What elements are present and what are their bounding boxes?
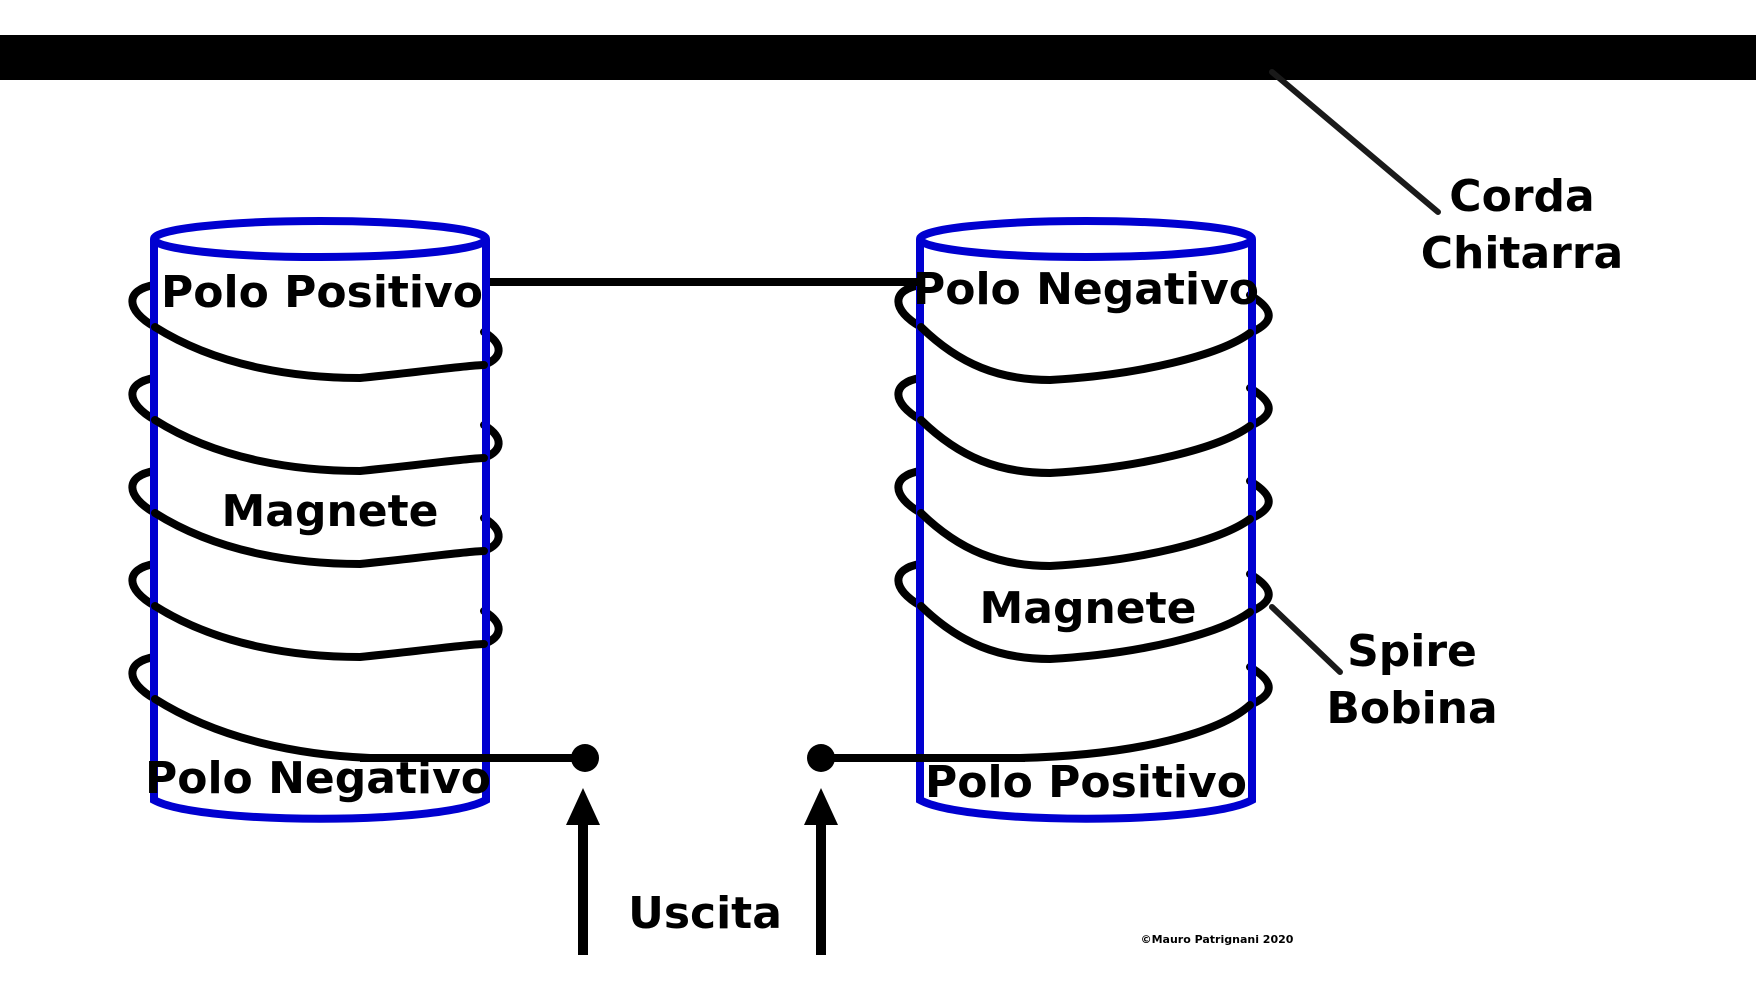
right-coil-body (916, 239, 1256, 823)
left-coil-windings-front (151, 323, 488, 762)
left-coil-top (150, 217, 490, 261)
turns-label-line1: Spire (1347, 626, 1477, 677)
left-coil-body (150, 239, 490, 823)
right-coil-windings-front (917, 323, 1254, 762)
left-output-arrow (566, 788, 600, 955)
right-coil-bottom-pole-label: Polo Positivo (925, 757, 1247, 808)
left-coil-magnet-label: Magnete (221, 486, 438, 537)
left-coil: Polo Positivo Magnete Polo Negativo (128, 217, 503, 823)
right-coil-top (916, 217, 1256, 261)
output-label: Uscita (628, 888, 782, 939)
right-output-terminal (807, 744, 835, 772)
right-coil: Polo Negativo Magnete Polo Positivo (894, 217, 1273, 823)
turns-leader-line (1269, 604, 1343, 675)
string-leader-line (1269, 69, 1441, 215)
right-output-arrow (804, 788, 838, 955)
copyright-label: ©Mauro Patrignani 2020 (1141, 933, 1294, 946)
right-coil-windings-back (894, 281, 1273, 709)
right-coil-magnet-label: Magnete (979, 583, 1196, 634)
guitar-string (0, 35, 1756, 80)
right-coil-top-pole-label: Polo Negativo (913, 264, 1259, 315)
string-label-line1: Corda (1449, 171, 1594, 222)
left-coil-top-pole-label: Polo Positivo (161, 267, 483, 318)
left-output-terminal (571, 744, 599, 772)
string-label-line2: Chitarra (1421, 228, 1624, 279)
turns-label-line2: Bobina (1326, 683, 1497, 734)
